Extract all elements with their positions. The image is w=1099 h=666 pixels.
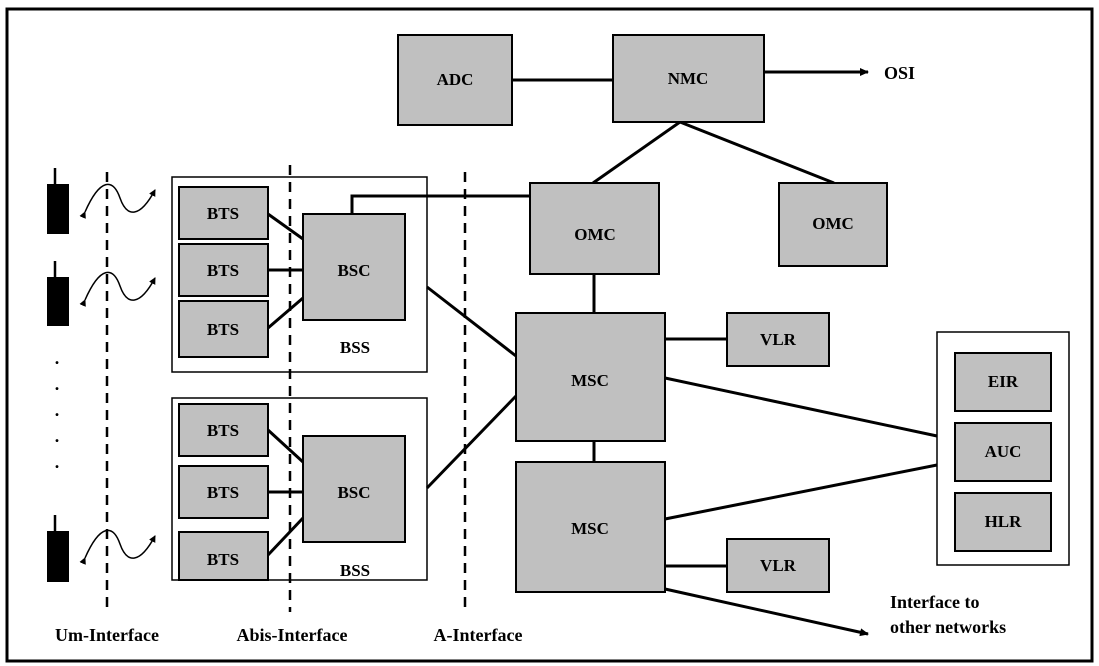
external-networks-label: other networks bbox=[890, 617, 1006, 637]
bts-bsc-link bbox=[267, 212, 304, 241]
vlr-label-bottom: VLR bbox=[760, 556, 797, 575]
vlr-box-bottom bbox=[726, 538, 830, 593]
bsc-omc-link bbox=[350, 194, 530, 214]
omc-label-right: OMC bbox=[812, 214, 854, 233]
ellipsis-dot: . bbox=[55, 426, 60, 446]
bts-box bbox=[178, 300, 269, 358]
radio-link-icon bbox=[79, 183, 156, 219]
mobile-phone-icon bbox=[47, 261, 69, 326]
adc-label: ADC bbox=[437, 70, 474, 89]
bts-label: BTS bbox=[207, 550, 239, 569]
ellipsis-dot: . bbox=[55, 374, 60, 394]
msc-box-top bbox=[515, 312, 666, 442]
bts-label: BTS bbox=[207, 320, 239, 339]
bts-bsc-link bbox=[267, 296, 304, 330]
bsc-box bbox=[302, 213, 406, 321]
bts-bsc-link bbox=[266, 516, 305, 557]
bts-box bbox=[178, 465, 269, 519]
bts-label: BTS bbox=[207, 261, 239, 280]
bts-box bbox=[178, 531, 269, 581]
eir-label: EIR bbox=[988, 372, 1019, 391]
external-networks-arrow bbox=[664, 587, 869, 637]
bts-label: BTS bbox=[207, 483, 239, 502]
bts-bsc-link bbox=[266, 428, 305, 464]
a-interface-label: A-Interface bbox=[434, 625, 523, 645]
msc-box-bottom bbox=[515, 461, 666, 593]
ellipsis-dot: . bbox=[55, 452, 60, 472]
nmc-omc-left-link bbox=[592, 120, 681, 185]
msc-database-link-bottom bbox=[664, 463, 938, 521]
msc-database-link-top bbox=[664, 376, 938, 438]
bss-label: BSS bbox=[340, 338, 370, 357]
adc-box bbox=[397, 34, 513, 126]
eir-box bbox=[954, 352, 1052, 412]
auc-label: AUC bbox=[985, 442, 1022, 461]
nmc-box bbox=[612, 34, 765, 123]
nmc-omc-right-link bbox=[679, 120, 835, 185]
vlr-box-top bbox=[726, 312, 830, 367]
bts-label: BTS bbox=[207, 204, 239, 223]
outer-frame bbox=[5, 7, 1094, 663]
bts-box bbox=[178, 403, 269, 457]
msc-label-top: MSC bbox=[571, 371, 609, 390]
ellipsis-dot: . bbox=[55, 400, 60, 420]
bsc-label: BSC bbox=[337, 261, 370, 280]
nmc-label: NMC bbox=[668, 69, 709, 88]
auc-box bbox=[954, 422, 1052, 482]
bsc-box bbox=[302, 435, 406, 543]
bts-box bbox=[178, 243, 269, 297]
mobile-phone-icon bbox=[47, 515, 69, 582]
external-networks-label: Interface to bbox=[890, 592, 979, 612]
hlr-box bbox=[954, 492, 1052, 552]
um-interface-label: Um-Interface bbox=[55, 625, 159, 645]
bss-label: BSS bbox=[340, 561, 370, 580]
abis-interface-label: Abis-Interface bbox=[237, 625, 348, 645]
omc-label-left: OMC bbox=[574, 225, 616, 244]
osi-label: OSI bbox=[884, 63, 915, 83]
hlr-label: HLR bbox=[985, 512, 1023, 531]
omc-box-left bbox=[529, 182, 660, 275]
bts-box bbox=[178, 186, 269, 240]
bsc-msc-link-top bbox=[426, 285, 517, 358]
connection-lines bbox=[266, 68, 938, 637]
msc-label-bottom: MSC bbox=[571, 519, 609, 538]
radio-link-icon bbox=[79, 271, 156, 307]
mobile-phone-icon bbox=[47, 168, 69, 234]
ellipsis-dot: . bbox=[55, 348, 60, 368]
vlr-label-top: VLR bbox=[760, 330, 797, 349]
bts-label: BTS bbox=[207, 421, 239, 440]
bsc-label: BSC bbox=[337, 483, 370, 502]
radio-link-icon bbox=[79, 529, 156, 565]
omc-box-right bbox=[778, 182, 888, 267]
bsc-msc-link-bottom bbox=[425, 394, 518, 490]
